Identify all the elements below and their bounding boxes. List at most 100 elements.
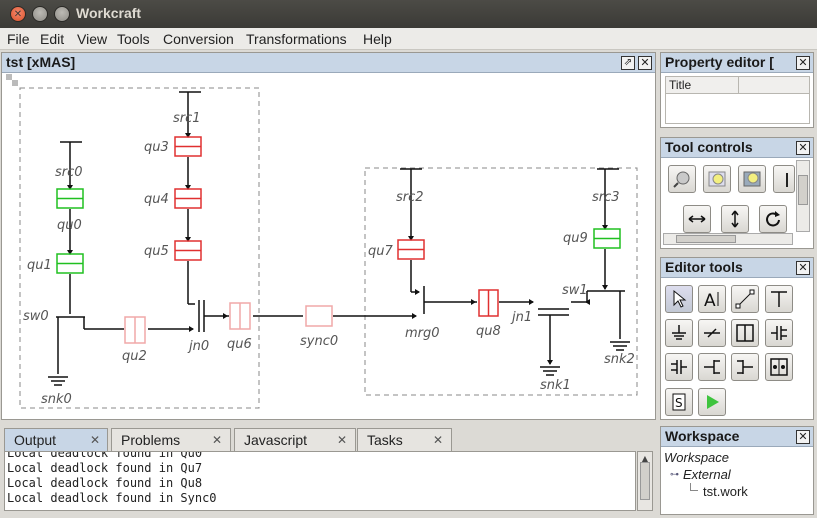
output-line: Local deadlock found in Qu8 (7, 476, 635, 491)
tab-output-label: Output (14, 432, 56, 448)
zoom-fit-button[interactable] (738, 165, 766, 193)
tab-close-icon[interactable]: ✕ (90, 429, 100, 451)
xmas-diagram[interactable]: src0 qu0 qu1 sw0 qu2 snk0 src1 qu3 qu4 q… (3, 74, 654, 419)
output-console[interactable]: Local deadlock found in Qu0 Local deadlo… (4, 451, 636, 511)
select-tool-button[interactable] (665, 285, 693, 313)
tab-javascript[interactable]: Javascript ✕ (234, 428, 356, 451)
label-qu2: qu2 (122, 349, 147, 364)
editor-tools-title: Editor tools (665, 259, 743, 275)
text-tool-button[interactable]: A (698, 285, 726, 313)
label-qu4: qu4 (144, 192, 169, 207)
label-snk1: snk1 (540, 378, 571, 393)
connect-tool-button[interactable] (731, 285, 759, 313)
menu-view[interactable]: View (77, 31, 107, 47)
label-jn1: jn1 (510, 310, 532, 325)
tool-controls-hscroll[interactable] (663, 233, 793, 245)
tree-expand-icon[interactable]: ⊶ (670, 470, 679, 480)
tree-branch-line (690, 483, 698, 491)
merge-tool-button[interactable] (731, 353, 759, 381)
close-icon[interactable]: ✕ (796, 430, 810, 444)
zoom-out-button[interactable] (703, 165, 731, 193)
text-icon: A (702, 289, 722, 309)
workspace-title: Workspace (665, 428, 739, 444)
property-table-header: Title (666, 77, 809, 94)
tab-close-icon[interactable]: ✕ (212, 429, 222, 451)
script-tool-button[interactable]: S (665, 388, 693, 416)
close-icon[interactable]: ✕ (638, 56, 652, 70)
switch-icon (702, 357, 722, 377)
menu-file[interactable]: File (7, 31, 30, 47)
editor-tools-panel: Editor tools ✕ A S (660, 257, 814, 420)
menu-conversion[interactable]: Conversion (163, 31, 234, 47)
rotate-button[interactable] (759, 205, 787, 233)
maximize-icon[interactable]: ⇗ (621, 56, 635, 70)
play-icon (702, 392, 722, 412)
window-close-button[interactable]: ✕ (10, 6, 26, 22)
editor-panel: tst [xMAS] ⇗ ✕ (1, 52, 656, 420)
svg-text:A: A (704, 291, 716, 309)
tab-problems-label: Problems (121, 432, 180, 448)
label-qu5: qu5 (144, 244, 169, 259)
rotate-icon (763, 209, 783, 229)
close-icon[interactable]: ✕ (796, 56, 810, 70)
sync-tool-button[interactable] (765, 353, 793, 381)
tool-controls-panel: Tool controls ✕ (660, 137, 814, 249)
label-src1: src1 (173, 111, 201, 126)
flip-vertical-button[interactable] (721, 205, 749, 233)
flip-horizontal-icon (687, 209, 707, 229)
close-icon[interactable]: ✕ (796, 141, 810, 155)
switch-tool-button[interactable] (698, 353, 726, 381)
label-src2: src2 (396, 190, 424, 205)
output-scrollbar[interactable]: ▲ (637, 451, 653, 511)
source-tool-button[interactable] (765, 285, 793, 313)
workspace-root[interactable]: Workspace (664, 450, 729, 465)
join-tool-button[interactable] (665, 353, 693, 381)
tool-controls-vscroll[interactable] (796, 160, 810, 232)
property-column-title: Title (669, 78, 691, 92)
label-snk0: snk0 (41, 392, 72, 407)
menu-help[interactable]: Help (363, 31, 392, 47)
label-qu1: qu1 (27, 258, 52, 273)
window-minimize-button[interactable] (32, 6, 48, 22)
function-icon (702, 323, 722, 343)
tab-close-icon[interactable]: ✕ (433, 429, 443, 451)
menu-edit[interactable]: Edit (40, 31, 64, 47)
window-maximize-button[interactable] (54, 6, 70, 22)
menu-bar: File Edit View Tools Conversion Transfor… (0, 28, 817, 50)
function-tool-button[interactable] (698, 319, 726, 347)
workspace-folder-external[interactable]: External (683, 467, 731, 482)
tab-tasks[interactable]: Tasks ✕ (357, 428, 452, 451)
property-editor-title: Property editor [ (665, 54, 774, 70)
property-table[interactable]: Title (665, 76, 810, 124)
svg-text:S: S (675, 396, 683, 410)
editor-title-bar: tst [xMAS] ⇗ ✕ (2, 53, 655, 73)
zoom-default-button[interactable] (773, 165, 795, 193)
fork-tool-button[interactable] (765, 319, 793, 347)
tab-output[interactable]: Output ✕ (4, 428, 108, 451)
diagram-canvas[interactable]: src0 qu0 qu1 sw0 qu2 snk0 src1 qu3 qu4 q… (3, 74, 654, 419)
menu-tools[interactable]: Tools (117, 31, 150, 47)
close-icon[interactable]: ✕ (796, 261, 810, 275)
tab-problems[interactable]: Problems ✕ (111, 428, 231, 451)
workspace-file[interactable]: tst.work (703, 484, 748, 499)
label-mrg0: mrg0 (405, 326, 440, 341)
tab-javascript-label: Javascript (244, 432, 307, 448)
label-jn0: jn0 (187, 339, 209, 354)
label-sw0: sw0 (23, 309, 49, 324)
simulate-tool-button[interactable] (698, 388, 726, 416)
zoom-fit-icon (742, 169, 762, 189)
pointer-icon (669, 289, 689, 309)
connect-icon (735, 289, 755, 309)
menu-transformations[interactable]: Transformations (246, 31, 347, 47)
editor-tools-title-bar: Editor tools ✕ (661, 258, 813, 278)
queue-tool-button[interactable] (731, 319, 759, 347)
flip-horizontal-button[interactable] (683, 205, 711, 233)
label-src0: src0 (55, 165, 83, 180)
zoom-in-button[interactable] (668, 165, 696, 193)
tool-controls-title: Tool controls (665, 139, 753, 155)
property-editor-title-bar: Property editor [ ✕ (661, 53, 813, 73)
sink-tool-button[interactable] (665, 319, 693, 347)
workspace-title-bar: Workspace ✕ (661, 427, 813, 447)
tab-close-icon[interactable]: ✕ (337, 429, 347, 451)
script-icon: S (669, 392, 689, 412)
